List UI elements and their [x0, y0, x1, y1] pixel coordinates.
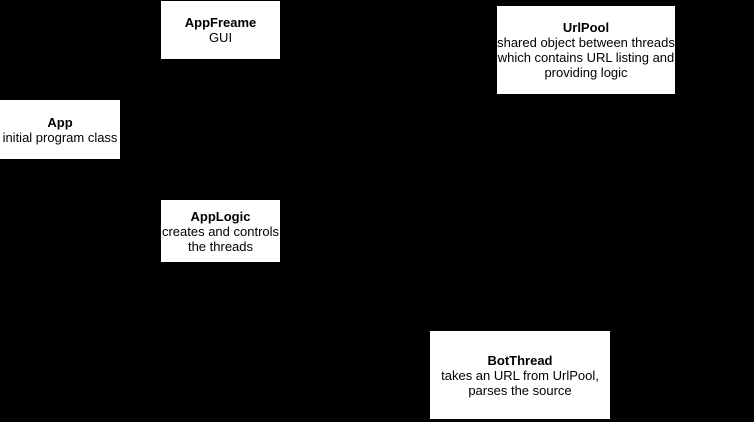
- node-applogic: AppLogic creates and controls the thread…: [161, 200, 280, 262]
- node-appfreame: AppFreame GUI: [161, 1, 280, 59]
- node-description: creates and controls the threads: [161, 223, 280, 254]
- node-urlpool: UrlPool shared object between threads wh…: [497, 6, 675, 94]
- node-description: shared object between threads which cont…: [497, 35, 675, 80]
- node-title: AppFreame: [184, 15, 257, 30]
- node-title: App: [47, 114, 73, 130]
- node-description: takes an URL from UrlPool, parses the so…: [441, 367, 599, 398]
- node-title: UrlPool: [562, 20, 610, 35]
- node-description: initial program class: [2, 129, 118, 145]
- node-title: AppLogic: [190, 208, 251, 224]
- node-description: GUI: [208, 30, 233, 45]
- node-title: BotThread: [487, 352, 553, 368]
- node-botthread: BotThread takes an URL from UrlPool, par…: [430, 331, 610, 419]
- node-app: App initial program class: [0, 100, 120, 159]
